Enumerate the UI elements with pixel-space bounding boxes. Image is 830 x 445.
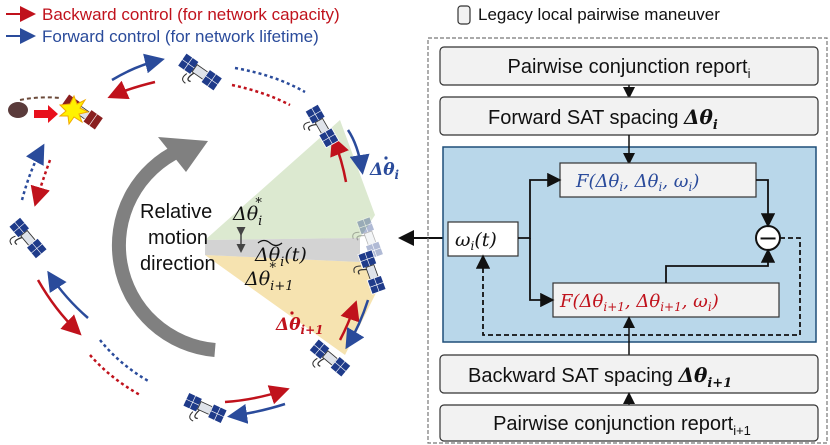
motion-label-3: direction — [140, 253, 216, 275]
dtheta-i1-star-label: Δθi+1* — [244, 261, 294, 294]
debris-red-arrow-icon — [34, 105, 58, 123]
rate-i-label: Δθi — [369, 160, 400, 182]
report-i1-box — [439, 404, 819, 442]
orbit-arrows — [20, 53, 370, 424]
legacy-legend-swatch — [457, 5, 471, 25]
report-i1-label: Pairwise conjunction reporti+1 — [493, 413, 751, 438]
backward-legend-label: Backward control (for network capacity) — [42, 5, 340, 24]
forward-spacing-label: Forward SAT spacing Δθi — [488, 105, 718, 133]
legacy-legend-label: Legacy local pairwise maneuver — [478, 5, 720, 24]
omega-box — [447, 221, 519, 257]
f-top-label: F(Δθi, Δθi, ωi) — [575, 171, 699, 194]
omega-to-ftop-line — [518, 172, 562, 239]
backward-spacing-label: Backward SAT spacing Δθi+1 — [468, 363, 732, 391]
relative-motion-arrowhead — [158, 137, 208, 172]
sector-yellow — [205, 255, 380, 355]
report-i-label: Pairwise conjunction reporti — [507, 56, 750, 81]
red-arrow-top-left — [107, 80, 156, 100]
legend: Backward control (for network capacity) … — [6, 5, 720, 46]
debris-collision — [8, 94, 90, 126]
satellite-icon-left — [1, 216, 48, 266]
red-arrow-right-upper — [330, 135, 349, 183]
blue-arrow-top-left — [111, 53, 165, 82]
blue-arrow-right-upper — [346, 129, 370, 175]
debris-trail — [19, 96, 61, 101]
legacy-frame — [427, 37, 828, 444]
debris-rock-icon — [8, 102, 28, 118]
satellite-icon-top — [171, 52, 224, 100]
dtheta-tilde-label: Δθi(t) — [254, 244, 307, 270]
sector-green — [205, 120, 375, 240]
fbot-to-minus-line — [665, 248, 776, 283]
red-dotted-top-right — [231, 83, 291, 107]
tilde-mark — [257, 239, 283, 247]
motion-label-1: Relative — [140, 201, 212, 223]
omega-label: ωi(t) — [455, 229, 497, 253]
red-arrow-right-lower — [338, 300, 360, 341]
omega-to-fbot-line — [529, 238, 555, 308]
red-dotted-left-upper — [30, 159, 52, 207]
ftop-to-minus-line — [756, 179, 776, 228]
rate-i1-label: Δθi+1 — [275, 315, 324, 337]
blue-arrow-bottom — [227, 402, 286, 424]
red-dotted-bottom-left — [89, 354, 141, 397]
dtheta-i-star-label: Δθi* — [232, 196, 262, 229]
f-bottom-label: F(Δθi+1, Δθi+1, ωi) — [559, 291, 719, 314]
blue-arrow-left-lower — [47, 270, 89, 319]
forward-legend-label: Forward control (for network lifetime) — [42, 27, 319, 46]
blue-arrow-right-lower — [345, 299, 370, 350]
blue-dotted-top-right — [234, 66, 306, 94]
relative-motion-arrow — [111, 143, 216, 357]
red-arrow-left-lower — [36, 279, 82, 336]
motion-label-2: motion — [148, 227, 208, 249]
feedback-dashed-line — [475, 237, 801, 336]
blue-dotted-left-upper — [20, 143, 45, 201]
minus-sign: − — [758, 224, 778, 252]
satellite-icon-bottom — [178, 391, 228, 433]
explosion-icon — [58, 94, 90, 126]
rate-i1-dot — [290, 311, 294, 315]
red-arrow-bottom — [224, 385, 290, 405]
rate-i-dot — [384, 156, 388, 160]
blue-dotted-bottom-left — [99, 339, 151, 384]
